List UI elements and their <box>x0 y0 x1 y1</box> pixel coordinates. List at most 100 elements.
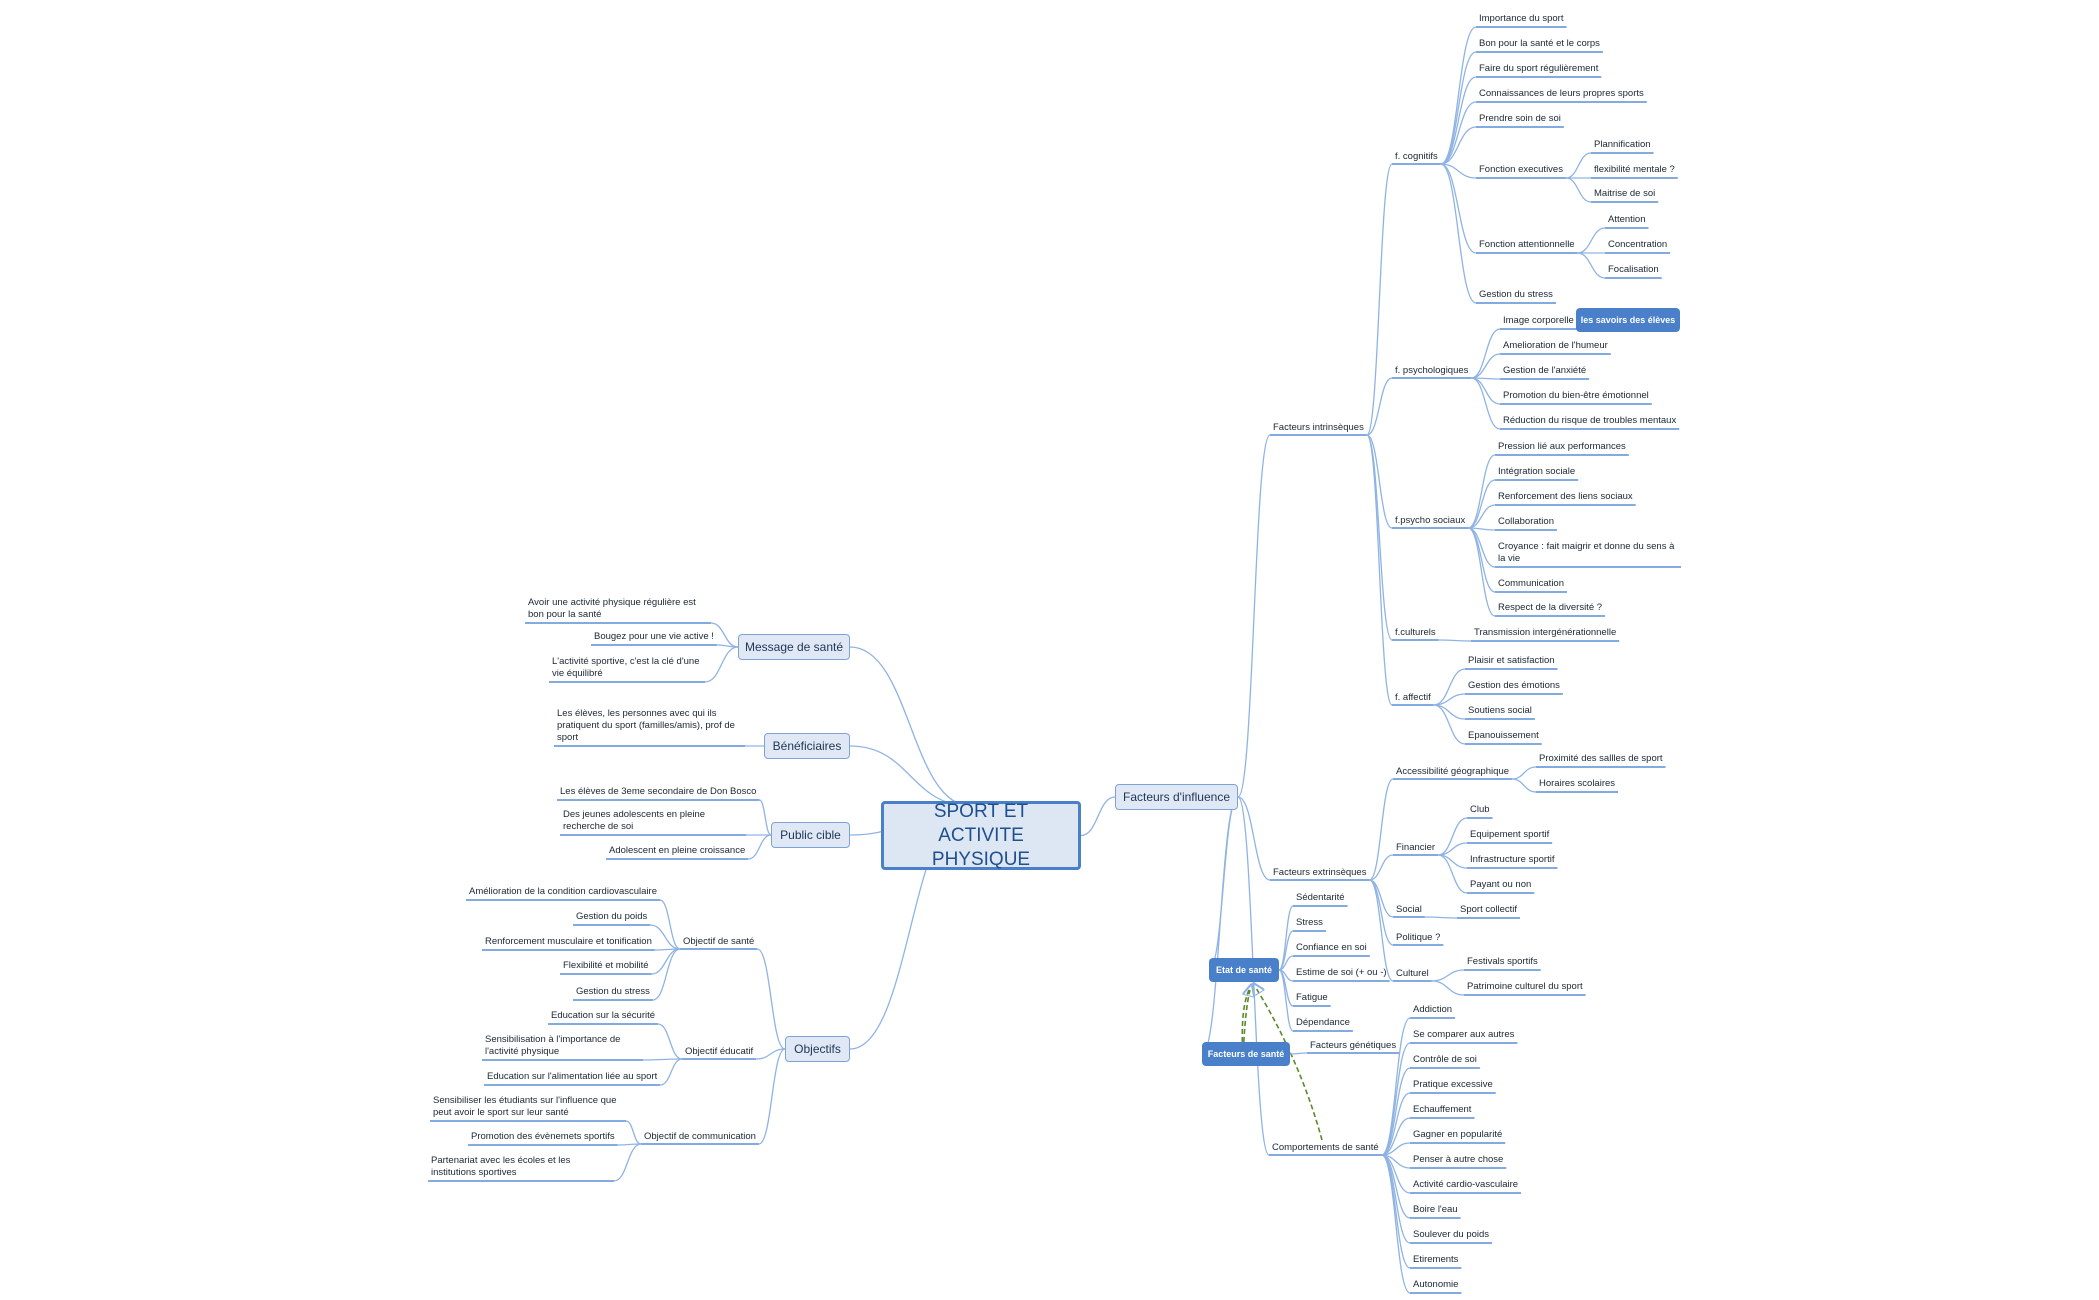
list-item[interactable]: Boire l'eau <box>1413 1204 1458 1215</box>
list-item[interactable]: Proximité des sallles de sport <box>1539 753 1663 764</box>
note-badge[interactable]: les savoirs des élèves <box>1576 308 1680 332</box>
topic-objectifs[interactable]: Objectifs <box>785 1036 850 1062</box>
list-item[interactable]: Contrôle de soi <box>1413 1054 1477 1065</box>
list-item[interactable]: Gestion du stress <box>1479 289 1553 300</box>
list-item[interactable]: Avoir une activité physique régulière es… <box>528 597 696 620</box>
subtopic-facteurs-intrinseques[interactable]: Facteurs intrinsèques <box>1273 422 1364 433</box>
list-item[interactable]: Education sur l'alimentation liée au spo… <box>487 1071 658 1082</box>
list-item[interactable]: Transmission intergénérationnelle <box>1474 627 1617 638</box>
subtopic-facteurs-extrinseques[interactable]: Facteurs extrinsèques <box>1273 867 1367 878</box>
list-item[interactable]: Plannification <box>1594 139 1651 150</box>
subtopic-f-cognitifs[interactable]: f. cognitifs <box>1395 151 1438 162</box>
list-item[interactable]: Equipement sportif <box>1470 829 1550 840</box>
subtopic-f-psychologiques[interactable]: f. psychologiques <box>1395 365 1469 376</box>
list-item[interactable]: Dépendance <box>1296 1017 1350 1028</box>
list-item[interactable]: Amelioration de l'humeur <box>1503 340 1608 351</box>
list-item[interactable]: Faire du sport régulièrement <box>1479 63 1599 74</box>
list-item[interactable]: Bougez pour une vie active ! <box>594 631 714 642</box>
list-item[interactable]: Plaisir et satisfaction <box>1468 655 1555 666</box>
list-item[interactable]: Sédentarité <box>1296 892 1345 903</box>
subtopic-facteurs-genetiques[interactable]: Facteurs génétiques <box>1310 1040 1397 1051</box>
list-item[interactable]: Bon pour la santé et le corps <box>1479 38 1600 49</box>
list-item[interactable]: flexibilité mentale ? <box>1594 164 1675 175</box>
list-item[interactable]: Connaissances de leurs propres sports <box>1479 88 1644 99</box>
list-item[interactable]: Respect de la diversité ? <box>1498 602 1603 613</box>
subtopic-financier[interactable]: Financier <box>1396 842 1436 853</box>
subtopic-fonction-executives[interactable]: Fonction executives <box>1479 164 1563 175</box>
list-item[interactable]: Réduction du risque de troubles mentaux <box>1503 415 1677 426</box>
list-item[interactable]: Promotion des évènemets sportifs <box>471 1131 615 1142</box>
list-item[interactable]: Fatigue <box>1296 992 1328 1003</box>
list-item[interactable]: Gestion de l'anxiété <box>1503 365 1587 376</box>
list-item[interactable]: Infrastructure sportif <box>1470 854 1555 865</box>
subtopic-comportements-de-sante[interactable]: Comportements de santé <box>1272 1142 1379 1153</box>
list-item[interactable]: Communication <box>1498 578 1564 589</box>
list-item[interactable]: Education sur la sécurité <box>551 1010 656 1021</box>
subtopic-objectif-sante[interactable]: Objectif de santé <box>683 936 755 947</box>
list-item[interactable]: Partenariat avec les écoles et les insti… <box>431 1155 571 1178</box>
list-item[interactable]: Horaires scolaires <box>1539 778 1616 789</box>
list-item[interactable]: Autonomie <box>1413 1279 1459 1290</box>
list-item[interactable]: Importance du sport <box>1479 13 1564 24</box>
list-item[interactable]: Confiance en soi <box>1296 942 1367 953</box>
list-item[interactable]: Penser à autre chose <box>1413 1154 1504 1165</box>
list-item[interactable]: Pression lié aux performances <box>1498 441 1626 452</box>
list-item[interactable]: Sensibiliser les étudiants sur l'influen… <box>433 1095 617 1118</box>
list-item[interactable]: Sport collectif <box>1460 904 1518 915</box>
list-item[interactable]: Epanouissement <box>1468 730 1539 741</box>
list-item[interactable]: Soutiens social <box>1468 705 1532 716</box>
subtopic-f-psycho-sociaux[interactable]: f.psycho sociaux <box>1395 515 1466 526</box>
facteurs-de-sante-node[interactable]: Facteurs de santé <box>1202 1042 1290 1066</box>
list-item[interactable]: Soulever du poids <box>1413 1229 1490 1240</box>
list-item[interactable]: Les élèves de 3eme secondaire de Don Bos… <box>560 786 757 797</box>
list-item[interactable]: Adolescent en pleine croissance <box>609 845 746 856</box>
list-item[interactable]: Festivals sportifs <box>1467 956 1538 967</box>
list-item[interactable]: Collaboration <box>1498 516 1554 527</box>
subtopic-objectif-communication[interactable]: Objectif de communication <box>644 1131 756 1142</box>
list-item[interactable]: Renforcement musculaire et tonification <box>485 936 652 947</box>
list-item[interactable]: Concentration <box>1608 239 1668 250</box>
list-item[interactable]: Echauffement <box>1413 1104 1472 1115</box>
list-item[interactable]: Activité cardio-vasculaire <box>1413 1179 1519 1190</box>
list-item[interactable]: Se comparer aux autres <box>1413 1029 1515 1040</box>
subtopic-f-culturels[interactable]: f.culturels <box>1395 627 1436 638</box>
list-item[interactable]: Gestion du stress <box>576 986 650 997</box>
subtopic-politique[interactable]: Politique ? <box>1396 932 1441 943</box>
list-item[interactable]: Gagner en popularité <box>1413 1129 1503 1140</box>
list-item[interactable]: Maitrise de soi <box>1594 188 1656 199</box>
subtopic-culturel[interactable]: Culturel <box>1396 968 1429 979</box>
list-item[interactable]: Focalisation <box>1608 264 1659 275</box>
topic-public-cible[interactable]: Public cible <box>771 822 850 848</box>
list-item[interactable]: Club <box>1470 804 1490 815</box>
list-item[interactable]: Estime de soi (+ ou -) <box>1296 967 1387 978</box>
subtopic-fonction-attentionnelle[interactable]: Fonction attentionnelle <box>1479 239 1575 250</box>
list-item[interactable]: Addiction <box>1413 1004 1453 1015</box>
list-item[interactable]: Flexibilité et mobilité <box>563 960 649 971</box>
list-item[interactable]: Sensibilisation à l'importance de l'acti… <box>485 1034 621 1057</box>
list-item[interactable]: Amélioration de la condition cardiovascu… <box>469 886 657 897</box>
topic-message-de-sante[interactable]: Message de santé <box>738 634 850 660</box>
list-item[interactable]: Pratique excessive <box>1413 1079 1493 1090</box>
list-item[interactable]: Gestion du poids <box>576 911 648 922</box>
topic-facteurs-influence[interactable]: Facteurs d'influence <box>1115 784 1238 810</box>
list-item[interactable]: Promotion du bien-être émotionnel <box>1503 390 1649 401</box>
list-item[interactable]: Intégration sociale <box>1498 466 1576 477</box>
list-item[interactable]: Patrimoine culturel du sport <box>1467 981 1583 992</box>
list-item[interactable]: Etirements <box>1413 1254 1459 1265</box>
subtopic-objectif-educatif[interactable]: Objectif éducatif <box>685 1046 754 1057</box>
list-item[interactable]: Les élèves, les personnes avec qui ils p… <box>557 708 735 743</box>
list-item[interactable]: Payant ou non <box>1470 879 1532 890</box>
list-item[interactable]: Attention <box>1608 214 1646 225</box>
list-item[interactable]: Image corporelle <box>1503 315 1574 326</box>
topic-beneficiaires[interactable]: Bénéficiaires <box>764 733 850 759</box>
list-item[interactable]: Des jeunes adolescents en pleine recherc… <box>563 809 706 832</box>
subtopic-accessibilite-geographique[interactable]: Accessibilité géographique <box>1396 766 1510 777</box>
subtopic-social[interactable]: Social <box>1396 904 1422 915</box>
central-topic[interactable]: SPORT ET ACTIVITE PHYSIQUE <box>881 801 1081 870</box>
list-item[interactable]: Prendre soin de soi <box>1479 113 1561 124</box>
list-item[interactable]: Stress <box>1296 917 1323 928</box>
list-item[interactable]: Croyance : fait maigrir et donne du sens… <box>1498 541 1675 564</box>
list-item[interactable]: Renforcement des liens sociaux <box>1498 491 1633 502</box>
list-item[interactable]: Gestion des émotions <box>1468 680 1560 691</box>
etat-de-sante-node[interactable]: Etat de santé <box>1209 958 1279 982</box>
